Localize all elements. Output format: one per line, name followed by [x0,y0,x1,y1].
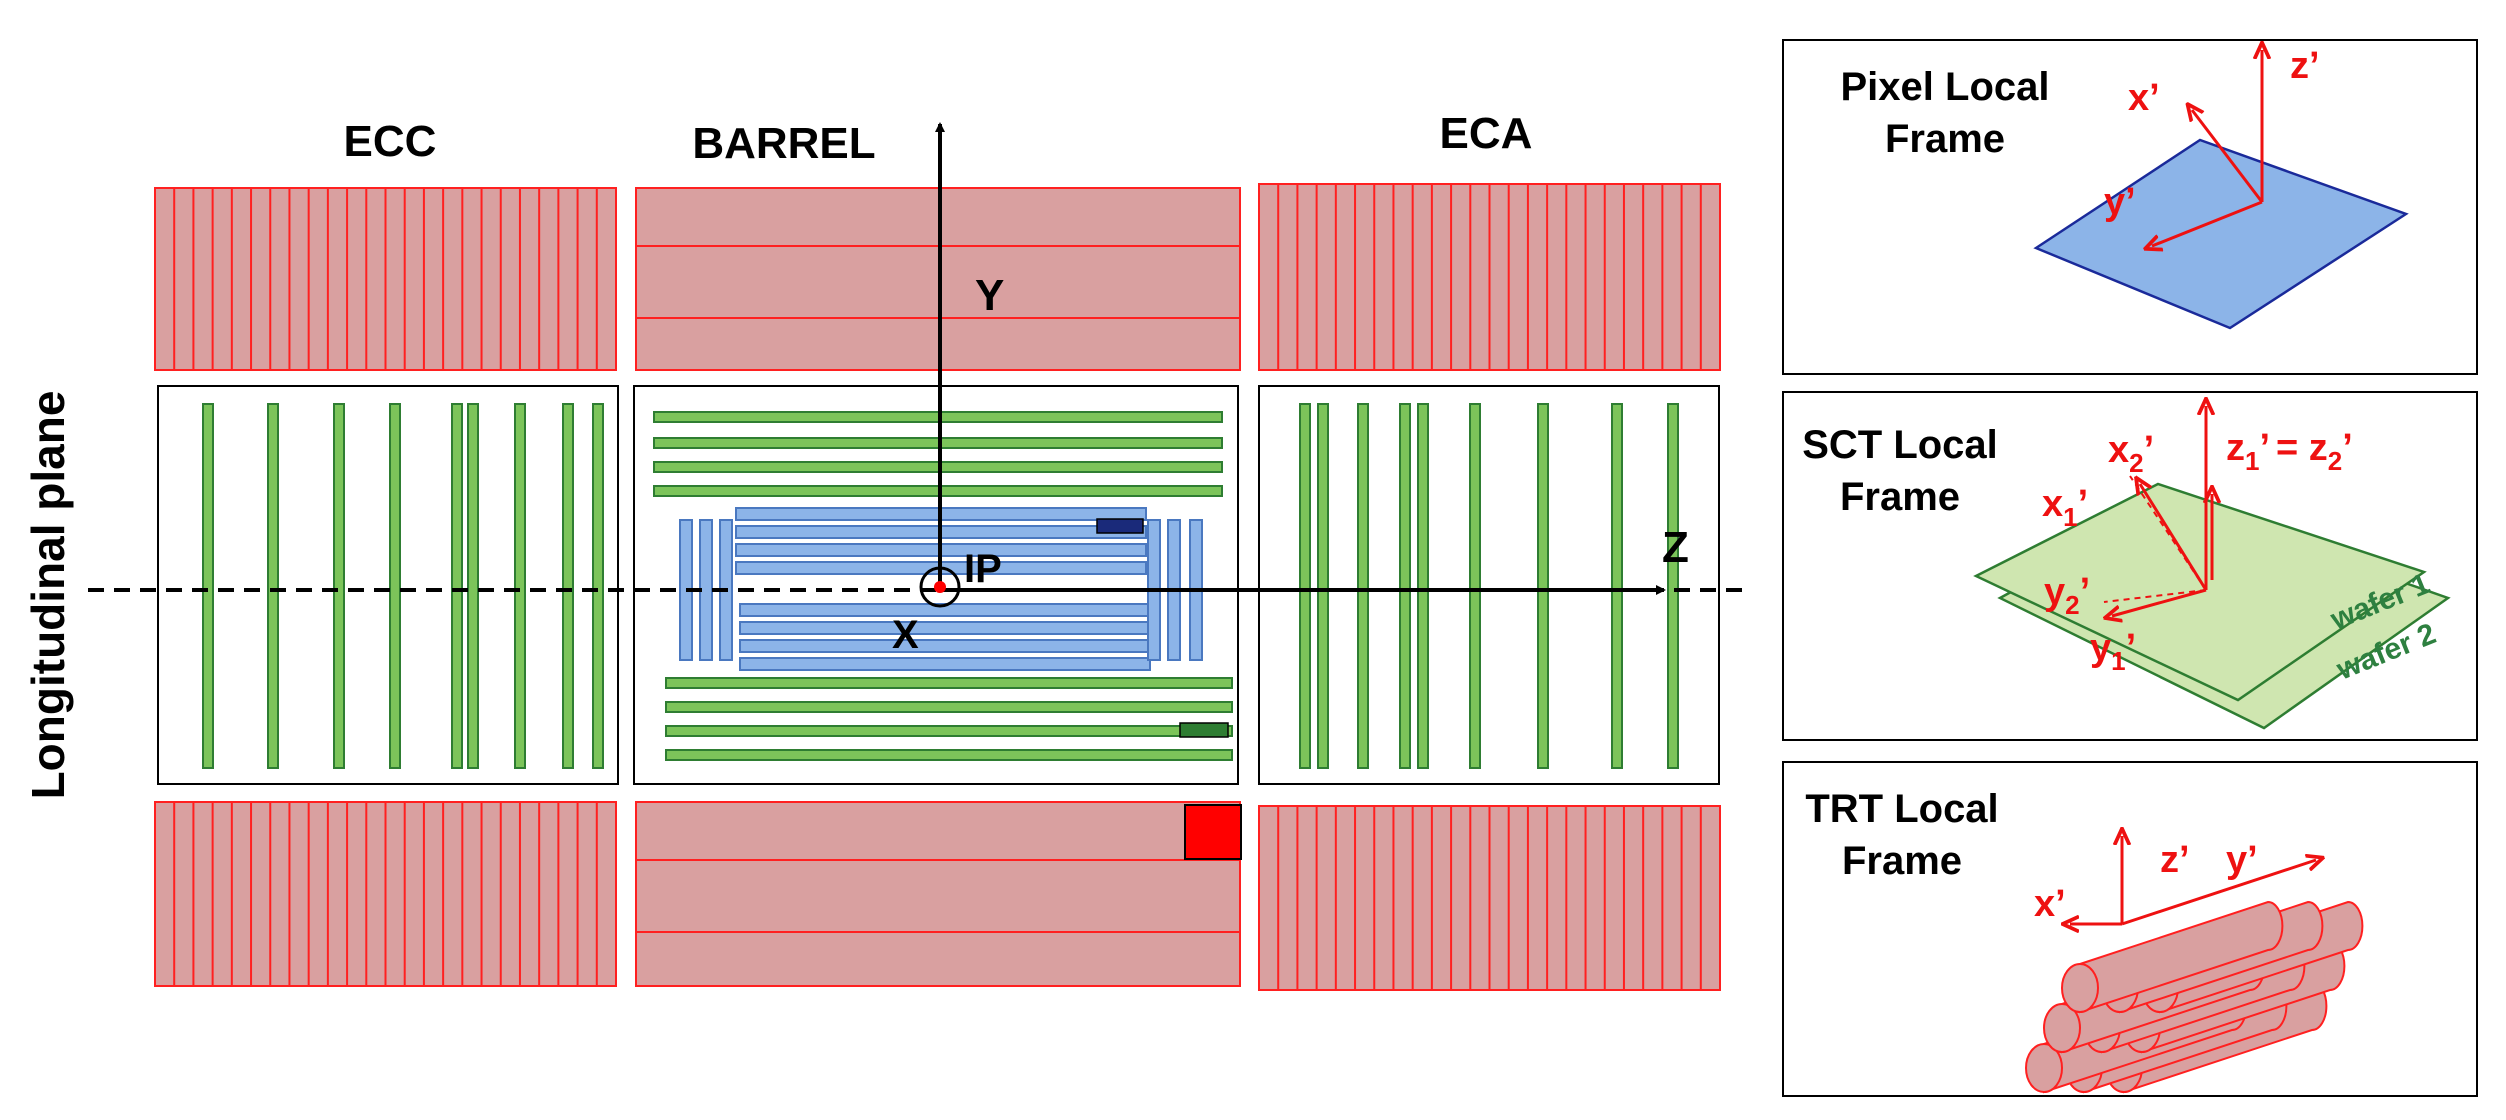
trt-straw-end [2043,1003,2081,1053]
sct-barrel-layer [665,749,1233,761]
sct-endcap-disk [1611,403,1623,769]
trt-eca-bottom [1258,805,1721,991]
eca-label: ECA [1440,109,1533,158]
trt-barrel-bottom [635,801,1241,987]
sct-endcap-disk [451,403,463,769]
trt-y-axis [2121,860,2316,926]
sct-endcap-disk [514,403,526,769]
sct-endcap-disk [592,403,604,769]
pixel-local-frame-panel: Pixel Local Frame z’ x’ y’ [1782,39,2478,375]
trt-x-label: x’ [2034,883,2066,925]
barrel-silicon-box [633,385,1239,785]
sct-y1-axis [2112,588,2207,616]
sct-endcap-disk [389,403,401,769]
pixel-module-plane [2033,138,2409,330]
pixel-barrel-layer [739,657,1151,671]
ip-label: IP [964,547,1002,591]
pixel-x-axis [2192,110,2264,203]
sct-endcap-disk [1299,403,1311,769]
sct-local-frame-panel: SCT Local Frame z1’= z2’ x2’ x1’ y2’ y1’… [1782,391,2478,741]
trt-local-frame-panel: TRT Local Frame x’ z’ y’ [1782,761,2478,1097]
longitudinal-view: ECC BARREL ECA Y Z X IP Longitudinal pla… [22,109,1752,991]
sct-endcap-disk [1317,403,1329,769]
trt-panel-title-1: TRT Local [1805,787,1998,831]
sct-barrel-layer [665,725,1233,737]
sct-endcap-disk [562,403,574,769]
sct-endcap-disk [1357,403,1369,769]
trt-y-label: y’ [2226,839,2258,881]
pixel-x-label: x’ [2128,77,2160,119]
barrel-label: BARREL [692,119,875,168]
sct-x1-label: x1’ [2042,483,2088,532]
sct-y1-label: y1’ [2090,627,2136,676]
ecc-label: ECC [344,117,437,166]
sct-endcap-disk [267,403,279,769]
ecc-silicon-box [157,385,619,785]
trt-straw-bundle [2025,900,2364,1094]
sct-endcap-disk [1537,403,1549,769]
pixel-y-axis [2152,200,2263,246]
trt-ecc-bottom [154,801,617,987]
sct-y2-label: y2’ [2044,571,2090,620]
trt-straw-tube [2079,900,2284,1014]
pixel-barrel-layer [739,639,1151,653]
pixel-endcap-disks [679,519,1203,661]
sct-endcap-disk [333,403,345,769]
pixel-panel-title-1: Pixel Local [1841,65,2050,109]
sct-eca-disks [1299,403,1679,769]
sct-x2-label: x2’ [2108,429,2154,478]
pixel-barrel-layer [739,621,1151,635]
trt-z-label: z’ [2160,839,2190,881]
sct-endcap-disk [202,403,214,769]
ip-circle [919,566,961,608]
sct-endcap-disk [1417,403,1429,769]
sct-x2-axis [2129,475,2207,591]
longitudinal-plane-label: Longitudinal plane [22,391,74,800]
sct-highlight-module [1179,722,1229,738]
z-axis-label: Z [1662,523,1689,572]
sct-panel-title-2: Frame [1840,475,1960,519]
x-axis-label: X [892,613,919,657]
trt-panel-title-2: Frame [1842,839,1962,883]
trt-straw-end [2061,963,2099,1013]
trt-eca-top [1258,183,1721,371]
sct-endcap-disk [467,403,479,769]
sct-endcap-disk [1399,403,1411,769]
sct-x1-axis [2140,484,2208,591]
sct-z-label: z1’= z2’ [2226,427,2353,476]
trt-highlight-module [1184,804,1242,860]
pixel-y-label: y’ [2104,181,2136,223]
trt-straw-end [2025,1043,2063,1093]
pixel-z-label: z’ [2290,45,2320,87]
sct-endcap-disk [1469,403,1481,769]
sct-endcap-disk [1667,403,1679,769]
pixel-panel-title-2: Frame [1885,117,2005,161]
sct-barrel-layer [665,677,1233,689]
sct-ecc-disks [202,403,604,769]
y-axis-label: Y [975,271,1004,320]
sct-barrel-layer [665,701,1233,713]
pixel-highlight-module [1096,518,1144,534]
eca-silicon-box [1258,385,1720,785]
trt-ecc-top [154,187,617,371]
ip-point [934,581,946,593]
sct-panel-title-1: SCT Local [1802,423,1998,467]
